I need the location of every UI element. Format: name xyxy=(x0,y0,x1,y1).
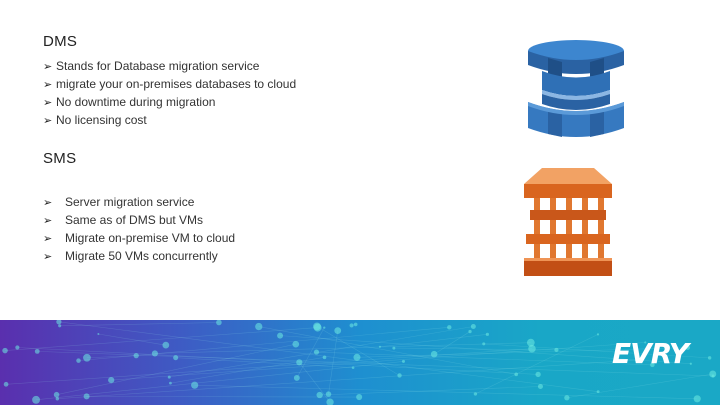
bullet-text: Server migration service xyxy=(65,195,195,209)
arrow-bullet-icon: ➢ xyxy=(43,214,53,227)
bullet-text: Stands for Database migration service xyxy=(56,59,260,73)
footer-band xyxy=(0,320,720,405)
bullet-text: migrate your on-premises databases to cl… xyxy=(56,77,297,91)
evry-logo: EVRY xyxy=(612,337,689,370)
arrow-bullet-icon: ➢ xyxy=(43,232,53,245)
list-item: ➢No licensing cost xyxy=(43,111,296,129)
arrow-bullet-icon: ➢ xyxy=(43,96,53,109)
aws-server-migration-service-icon xyxy=(524,168,612,276)
dms-bullet-list: ➢Stands for Database migration service ➢… xyxy=(43,57,296,129)
bullet-text: No licensing cost xyxy=(56,113,147,127)
dms-heading: DMS xyxy=(43,33,78,50)
bullet-text: Migrate 50 VMs concurrently xyxy=(65,249,218,263)
arrow-bullet-icon: ➢ xyxy=(43,114,53,127)
network-dots-decoration xyxy=(2,320,717,405)
aws-database-migration-service-icon xyxy=(528,40,624,137)
list-item: ➢ Migrate 50 VMs concurrently xyxy=(43,247,235,265)
list-item: ➢No downtime during migration xyxy=(43,93,296,111)
list-item: ➢ Migrate on-premise VM to cloud xyxy=(43,229,235,247)
list-item: ➢Stands for Database migration service xyxy=(43,57,296,75)
bullet-text: Same as of DMS but VMs xyxy=(65,213,204,227)
arrow-bullet-icon: ➢ xyxy=(43,60,53,73)
bullet-text: Migrate on-premise VM to cloud xyxy=(65,231,236,245)
sms-heading: SMS xyxy=(43,150,77,167)
arrow-bullet-icon: ➢ xyxy=(43,250,53,263)
list-item: ➢migrate your on-premises databases to c… xyxy=(43,75,296,93)
list-item: ➢ Server migration service xyxy=(43,193,235,211)
arrow-bullet-icon: ➢ xyxy=(43,196,53,209)
arrow-bullet-icon: ➢ xyxy=(43,78,53,91)
list-item: ➢ Same as of DMS but VMs xyxy=(43,211,235,229)
sms-bullet-list: ➢ Server migration service ➢ Same as of DM… xyxy=(43,193,235,265)
bullet-text: No downtime during migration xyxy=(56,95,216,109)
